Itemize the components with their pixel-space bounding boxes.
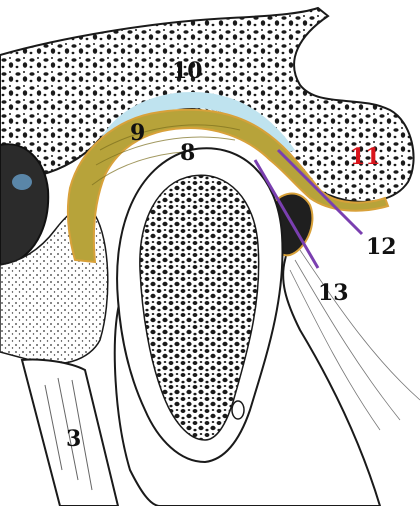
meatus-highlight — [12, 174, 32, 190]
label-9: 9 — [130, 122, 145, 144]
label-10: 10 — [172, 60, 203, 82]
label-11: 11 — [350, 146, 381, 168]
label-13: 13 — [318, 282, 349, 304]
label-12: 12 — [366, 236, 397, 258]
nutrient-foramen — [232, 401, 244, 419]
label-3: 3 — [66, 428, 81, 450]
label-8: 8 — [180, 142, 195, 164]
